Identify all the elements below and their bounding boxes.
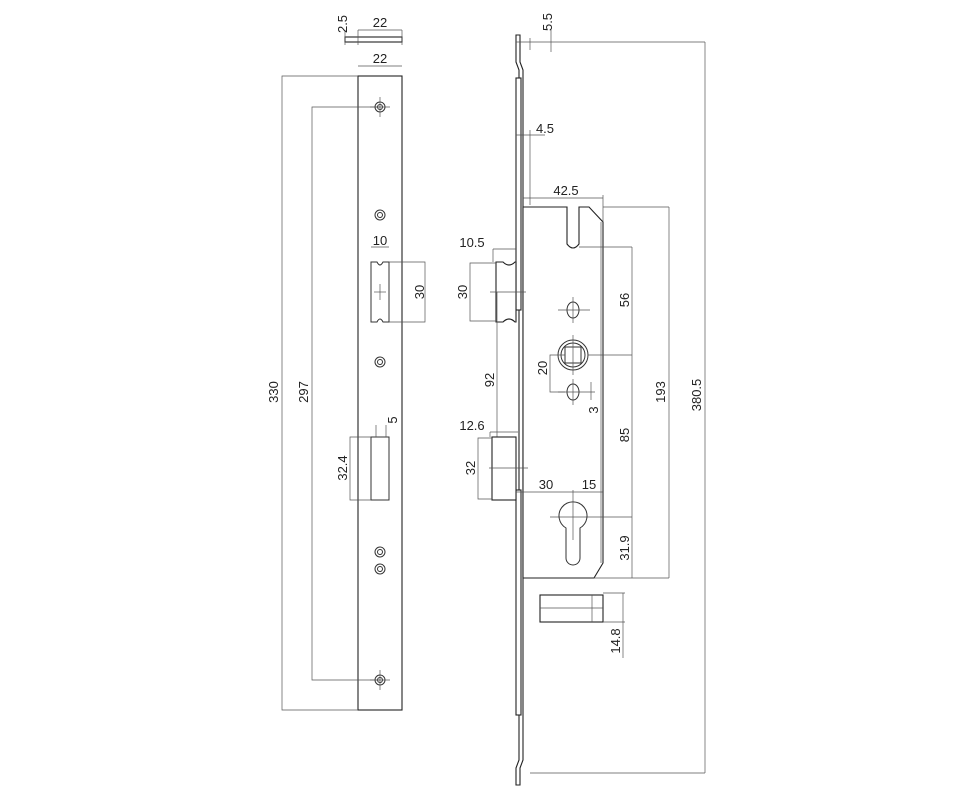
dim-handle-to-cylinder: 85 <box>617 428 632 442</box>
dim-cylinder-backset: 30 <box>539 477 553 492</box>
screw-hole-icon <box>370 97 390 117</box>
dim-strike-length: 330 <box>266 381 281 403</box>
dim-strike-width: 22 <box>373 51 387 66</box>
dim-offset: 4.5 <box>536 121 554 136</box>
screw-hole-icon <box>374 209 386 221</box>
dim-bolt-projection: 12.6 <box>459 418 484 433</box>
dim-cylinder-to-bottom: 31.9 <box>617 535 632 560</box>
lock-body: 5.5 4.5 42.5 10.5 30 92 <box>455 13 706 786</box>
bolt-cutout <box>370 436 390 501</box>
dim-latch-cutout-height: 30 <box>412 285 427 299</box>
deadbolt <box>491 436 517 501</box>
dim-bolt-cutout-height: 32.4 <box>335 455 350 480</box>
dim-cylinder-offset: 15 <box>582 477 596 492</box>
lower-bolt <box>539 594 604 623</box>
dim-bolt-cutout-offset: 5 <box>385 416 400 423</box>
dim-strike-hole-spacing: 297 <box>296 381 311 403</box>
strike-plate: 2.5 22 22 330 297 10 30 5 <box>266 15 427 711</box>
lock-case <box>522 206 604 579</box>
dim-hole-offset: 3 <box>586 406 601 413</box>
dim-case-height: 193 <box>653 381 668 403</box>
dim-latch-cutout-width: 10 <box>373 233 387 248</box>
strike-plate-face <box>357 75 403 711</box>
screw-hole-icon <box>374 356 386 368</box>
dim-latch-to-bolt: 92 <box>482 373 497 387</box>
dim-bolt-height: 32 <box>463 461 478 475</box>
dim-spindle-square: 20 <box>535 361 550 375</box>
dim-strike-width-top: 22 <box>373 15 387 30</box>
strike-plate-edge-view <box>344 36 403 43</box>
dim-handle-distance: 56 <box>617 293 632 307</box>
dim-faceplate-thickness: 5.5 <box>540 13 555 31</box>
cylinder-keyhole <box>558 501 588 566</box>
screw-hole-icon <box>558 297 590 323</box>
dim-overall-length: 380.5 <box>689 379 704 412</box>
dim-lower-bolt-height: 14.8 <box>608 628 623 653</box>
dim-latch-height: 30 <box>455 285 470 299</box>
screw-hole-icon <box>374 563 386 575</box>
dim-backset-case: 42.5 <box>553 183 578 198</box>
screw-hole-icon <box>374 546 386 558</box>
dim-latch-projection: 10.5 <box>459 235 484 250</box>
screw-hole-icon <box>370 670 390 690</box>
dim-strike-thickness: 2.5 <box>335 15 350 33</box>
